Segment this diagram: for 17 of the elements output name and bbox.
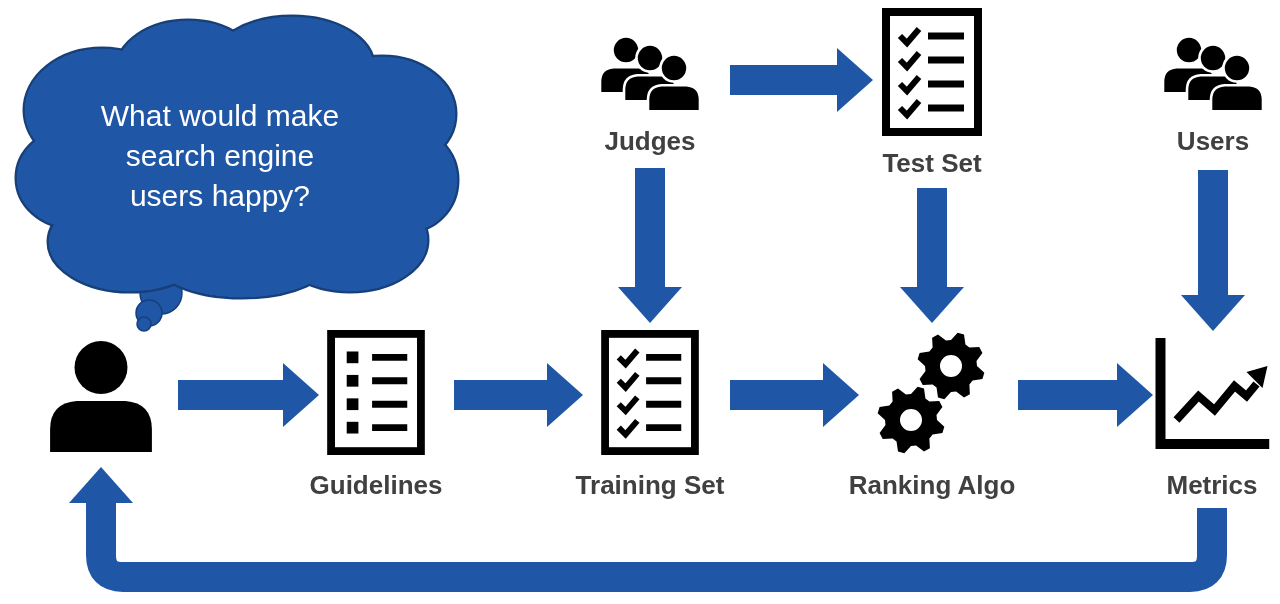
step-label: Training Set [574,470,726,500]
block-arrow [730,48,873,112]
step-label: Users [1175,126,1251,156]
block-arrow [178,363,319,427]
step-label: Test Set [881,148,983,178]
step-label: Metrics [1165,470,1259,500]
block-arrow [900,188,964,323]
step-label: Guidelines [308,470,444,500]
thought-text: What would make search engine users happy? [99,98,341,214]
block-arrow [618,168,682,323]
block-arrow [730,363,859,427]
block-arrow [1181,170,1245,331]
block-arrow [454,363,583,427]
block-arrow [69,467,1227,592]
step-label: Ranking Algo [847,470,1017,500]
step-label: Judges [603,126,697,156]
block-arrow [1018,363,1153,427]
